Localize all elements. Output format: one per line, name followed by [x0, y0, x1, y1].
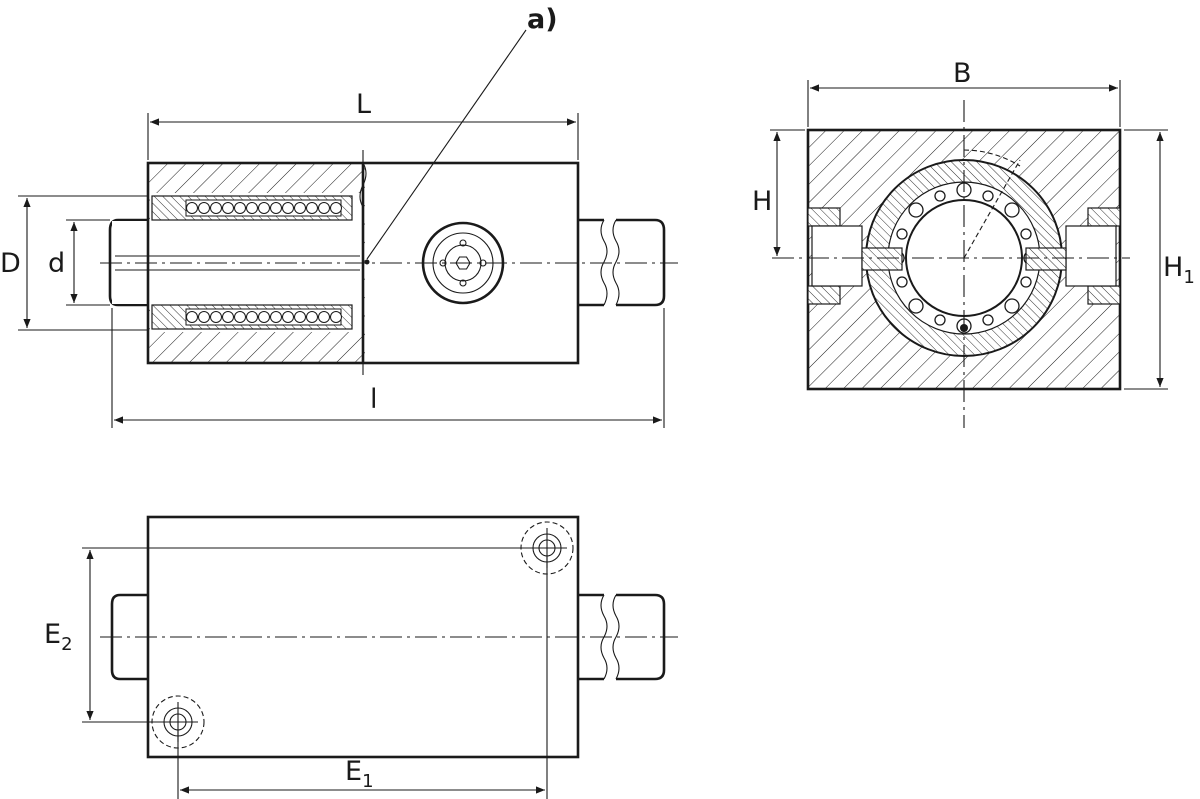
- side-section-view: [100, 150, 678, 375]
- dimension-B: [807, 80, 1121, 127]
- dimension-l: [111, 308, 665, 428]
- note-a: a): [527, 4, 558, 35]
- end-section-view: [772, 100, 1130, 428]
- label-E1: E1: [345, 756, 374, 792]
- dimension-H1: [1124, 129, 1168, 390]
- top-view: [100, 515, 678, 759]
- label-H: H: [752, 186, 772, 217]
- note-leader-a: [364, 29, 527, 265]
- label-L: L: [356, 89, 371, 120]
- label-H1: H1: [1163, 252, 1195, 288]
- dimension-E1: [177, 556, 548, 799]
- label-E2: E2: [44, 619, 73, 655]
- ball-row-top: [186, 202, 342, 214]
- dimension-H: [770, 129, 805, 256]
- label-B: B: [953, 58, 972, 89]
- label-l: l: [370, 384, 378, 415]
- label-d: d: [48, 248, 65, 279]
- ball-row-bottom: [186, 311, 342, 323]
- dimension-d: [66, 219, 110, 306]
- dimension-D: [18, 195, 148, 331]
- dimension-E2: [82, 547, 540, 723]
- dimension-L: [147, 113, 579, 160]
- label-D: D: [0, 248, 21, 279]
